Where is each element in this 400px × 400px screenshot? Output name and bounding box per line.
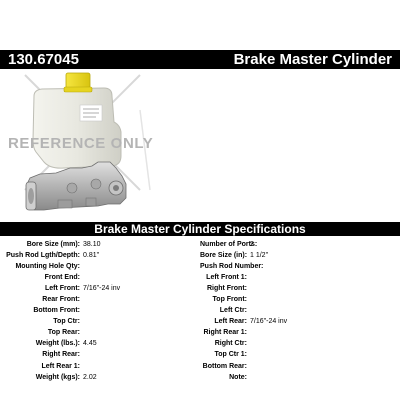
spec-label: Top Front: xyxy=(212,296,247,304)
spec-value xyxy=(247,305,250,316)
specs-right-column: Number of Ports:2 Bore Size (in):1 1/2" … xyxy=(200,239,287,383)
header-bar: 130.67045 Brake Master Cylinder xyxy=(0,50,400,69)
spec-label: Front End: xyxy=(44,274,80,282)
spec-value xyxy=(247,272,250,283)
spec-label: Left Rear 1: xyxy=(41,362,80,370)
spec-value xyxy=(247,327,250,338)
spec-row: Right Rear 1: xyxy=(200,327,287,338)
spec-label: Mounting Hole Qty: xyxy=(15,263,80,271)
spec-row: Rear Front: xyxy=(0,294,120,305)
spec-label: Left Front: xyxy=(45,285,80,293)
spec-value xyxy=(247,283,250,294)
spec-value xyxy=(80,294,83,305)
spec-value xyxy=(80,261,83,272)
spec-value xyxy=(247,349,250,360)
spec-row: Bottom Front: xyxy=(0,305,120,316)
spec-value: 38.10 xyxy=(83,241,101,248)
spec-row: Top Ctr: xyxy=(0,316,120,327)
spec-row: Weight (lbs.):4.45 xyxy=(0,338,120,349)
spec-label: Weight (kgs): xyxy=(35,373,80,381)
spec-row: Left Rear:7/16"-24 inv xyxy=(200,316,287,327)
spec-row: Bore Size (mm):38.10 xyxy=(0,239,120,250)
spec-value: 0.81" xyxy=(83,252,100,260)
part-number: 130.67045 xyxy=(8,51,79,68)
spec-label: Right Rear: xyxy=(42,351,80,359)
spec-row: Weight (kgs):2.02 xyxy=(0,372,120,383)
spec-value xyxy=(80,272,83,283)
product-image xyxy=(0,70,400,220)
spec-label: Note: xyxy=(229,373,247,381)
spec-label: Bottom Front: xyxy=(33,307,80,315)
spec-row: Top Front: xyxy=(200,294,287,305)
spec-value: 1 1/2" xyxy=(250,252,269,260)
spec-row: Push Rod Lgth/Depth:0.81" xyxy=(0,250,120,261)
spec-label: Left Front 1: xyxy=(206,274,247,282)
spec-value xyxy=(247,261,250,272)
spec-value xyxy=(80,305,83,316)
spec-value xyxy=(247,361,250,372)
spec-row: Top Ctr 1: xyxy=(200,349,287,360)
spec-row: Left Front 1: xyxy=(200,272,287,283)
spec-value xyxy=(80,361,83,372)
spec-row: Right Rear: xyxy=(0,349,120,360)
spec-row: Top Rear: xyxy=(0,327,120,338)
spec-label: Right Front: xyxy=(206,285,247,293)
spec-label: Top Ctr 1: xyxy=(214,351,247,359)
spec-label: Top Rear: xyxy=(47,329,80,337)
specs-left-column: Bore Size (mm):38.10 Push Rod Lgth/Depth… xyxy=(0,239,120,383)
spec-label: Bottom Rear: xyxy=(202,362,247,370)
spec-row: Left Front:7/16"-24 inv xyxy=(0,283,120,294)
spec-value: 7/16"-24 inv xyxy=(250,318,288,326)
product-title: Brake Master Cylinder xyxy=(233,51,392,68)
spec-label: Left Rear: xyxy=(214,318,247,326)
spec-label: Weight (lbs.): xyxy=(35,340,80,348)
spec-value: 7/16"-24 inv xyxy=(83,285,121,293)
spec-row: Push Rod Number: xyxy=(200,261,287,272)
reference-only-watermark: REFERENCE ONLY xyxy=(8,135,154,152)
spec-label: Push Rod Lgth/Depth: xyxy=(6,252,80,260)
spec-label: Rear Front: xyxy=(42,296,80,304)
spec-value xyxy=(80,349,83,360)
spec-row: Left Rear 1: xyxy=(0,361,120,372)
spec-value: 4.45 xyxy=(83,340,97,348)
spec-value xyxy=(80,316,83,327)
spec-row: Front End: xyxy=(0,272,120,283)
brake-master-cylinder-illustration xyxy=(24,72,151,211)
spec-value xyxy=(247,372,250,383)
spec-label: Number of Ports: xyxy=(200,241,258,248)
spec-row: Mounting Hole Qty: xyxy=(0,261,120,272)
spec-row: Bore Size (in):1 1/2" xyxy=(200,250,287,261)
spec-row: Note: xyxy=(200,372,287,383)
spec-value xyxy=(80,327,83,338)
spec-label: Left Ctr: xyxy=(219,307,247,315)
spec-label: Push Rod Number: xyxy=(200,263,264,271)
specs-title: Brake Master Cylinder Specifications xyxy=(0,222,400,236)
spec-value: 2 xyxy=(250,241,254,248)
spec-row: Left Ctr: xyxy=(200,305,287,316)
spec-label: Bore Size (mm): xyxy=(26,241,80,248)
spec-row: Right Ctr: xyxy=(200,338,287,349)
spec-label: Top Ctr: xyxy=(53,318,80,326)
spec-value xyxy=(247,294,250,305)
spec-value: 2.02 xyxy=(83,373,97,381)
spec-row: Right Front: xyxy=(200,283,287,294)
spec-label: Right Rear 1: xyxy=(203,329,247,337)
spec-label: Right Ctr: xyxy=(214,340,247,348)
spec-label: Bore Size (in): xyxy=(200,252,248,260)
spec-row: Number of Ports:2 xyxy=(200,239,287,250)
spec-value xyxy=(247,338,250,349)
spec-row: Bottom Rear: xyxy=(200,361,287,372)
